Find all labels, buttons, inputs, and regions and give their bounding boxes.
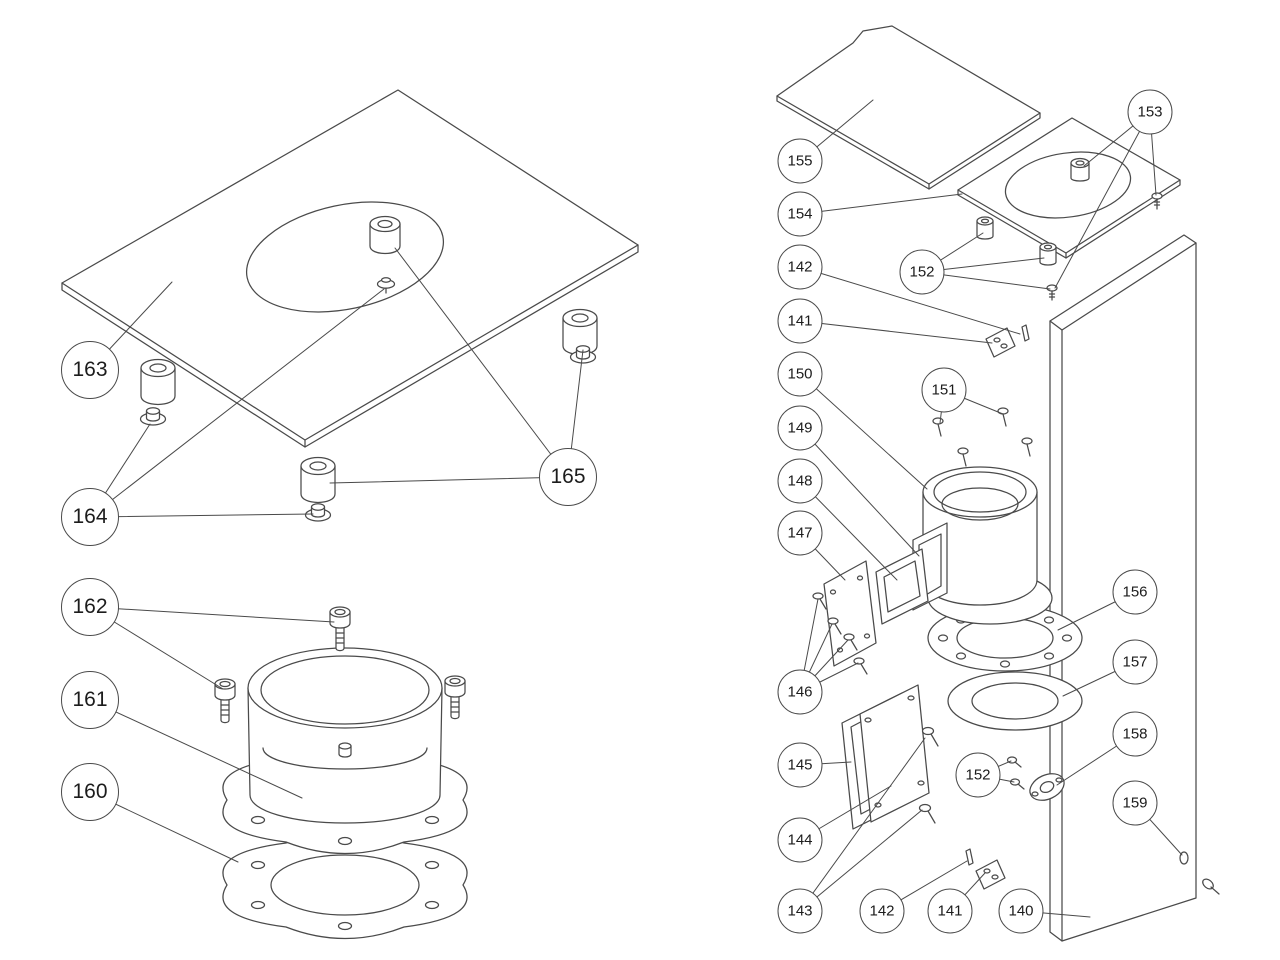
callout-141-bottom: 141: [927, 888, 973, 934]
callout-145: 145: [777, 742, 823, 788]
cap-screw-left: [214, 678, 236, 724]
spacer-middle: [300, 456, 336, 504]
plate-spacer: [1070, 157, 1090, 182]
canister: [922, 466, 1053, 625]
latch-pin-top: [1021, 324, 1030, 342]
callout-157: 157: [1112, 639, 1158, 685]
top-plate: [957, 117, 1181, 259]
callout-146: 146: [777, 669, 823, 715]
screw-top-right-2: [1046, 284, 1058, 301]
spacer-on-panel: [369, 215, 401, 255]
callout-142-top: 142: [777, 244, 823, 290]
callout-153: 153: [1127, 89, 1173, 135]
callout-161: 161: [61, 671, 119, 729]
screws-146: [812, 592, 868, 675]
callout-149: 149: [777, 405, 823, 451]
screw-top-right-1: [1151, 192, 1163, 210]
top-lid: [776, 25, 1041, 190]
screw-on-panel: [376, 277, 396, 294]
callout-144: 144: [777, 817, 823, 863]
callout-162: 162: [61, 578, 119, 636]
callout-150: 150: [777, 351, 823, 397]
washer-middle: [304, 503, 332, 522]
callout-151: 151: [921, 367, 967, 413]
cap-screw-right: [444, 675, 466, 720]
callout-159: 159: [1112, 780, 1158, 826]
callout-164: 164: [61, 488, 119, 546]
standoff-right: [1039, 242, 1057, 266]
callout-152-top: 152: [899, 249, 945, 295]
screws-151: [932, 407, 1033, 467]
callout-152-mid: 152: [955, 752, 1001, 798]
latch-bracket-bottom: [975, 859, 1006, 890]
callout-156: 156: [1112, 569, 1158, 615]
latch-bracket-top: [985, 327, 1016, 358]
callout-147: 147: [777, 510, 823, 556]
latch-pin-bottom: [965, 848, 974, 866]
callout-140: 140: [998, 888, 1044, 934]
callout-154: 154: [777, 191, 823, 237]
housing-stud: [338, 742, 352, 758]
housing-cup: [247, 647, 443, 824]
spacer-left: [140, 358, 176, 406]
corner-screw: [1202, 878, 1220, 895]
callout-160: 160: [61, 763, 119, 821]
duct-cover-plate: [823, 560, 877, 667]
washer-left: [139, 407, 167, 426]
gasket-ring: [222, 830, 468, 940]
callout-141-top: 141: [777, 298, 823, 344]
callout-142-bottom: 142: [859, 888, 905, 934]
small-flange: [1029, 773, 1065, 801]
callout-155: 155: [777, 138, 823, 184]
callout-158: 158: [1112, 711, 1158, 757]
seal-ring: [947, 671, 1083, 731]
callout-165: 165: [539, 448, 597, 506]
callout-143: 143: [777, 888, 823, 934]
cap-screw-top: [329, 606, 351, 652]
spacer-right: [562, 308, 598, 356]
callout-163: 163: [61, 341, 119, 399]
callout-148: 148: [777, 458, 823, 504]
duct-gasket: [875, 548, 929, 625]
lower-plate: [859, 684, 930, 823]
